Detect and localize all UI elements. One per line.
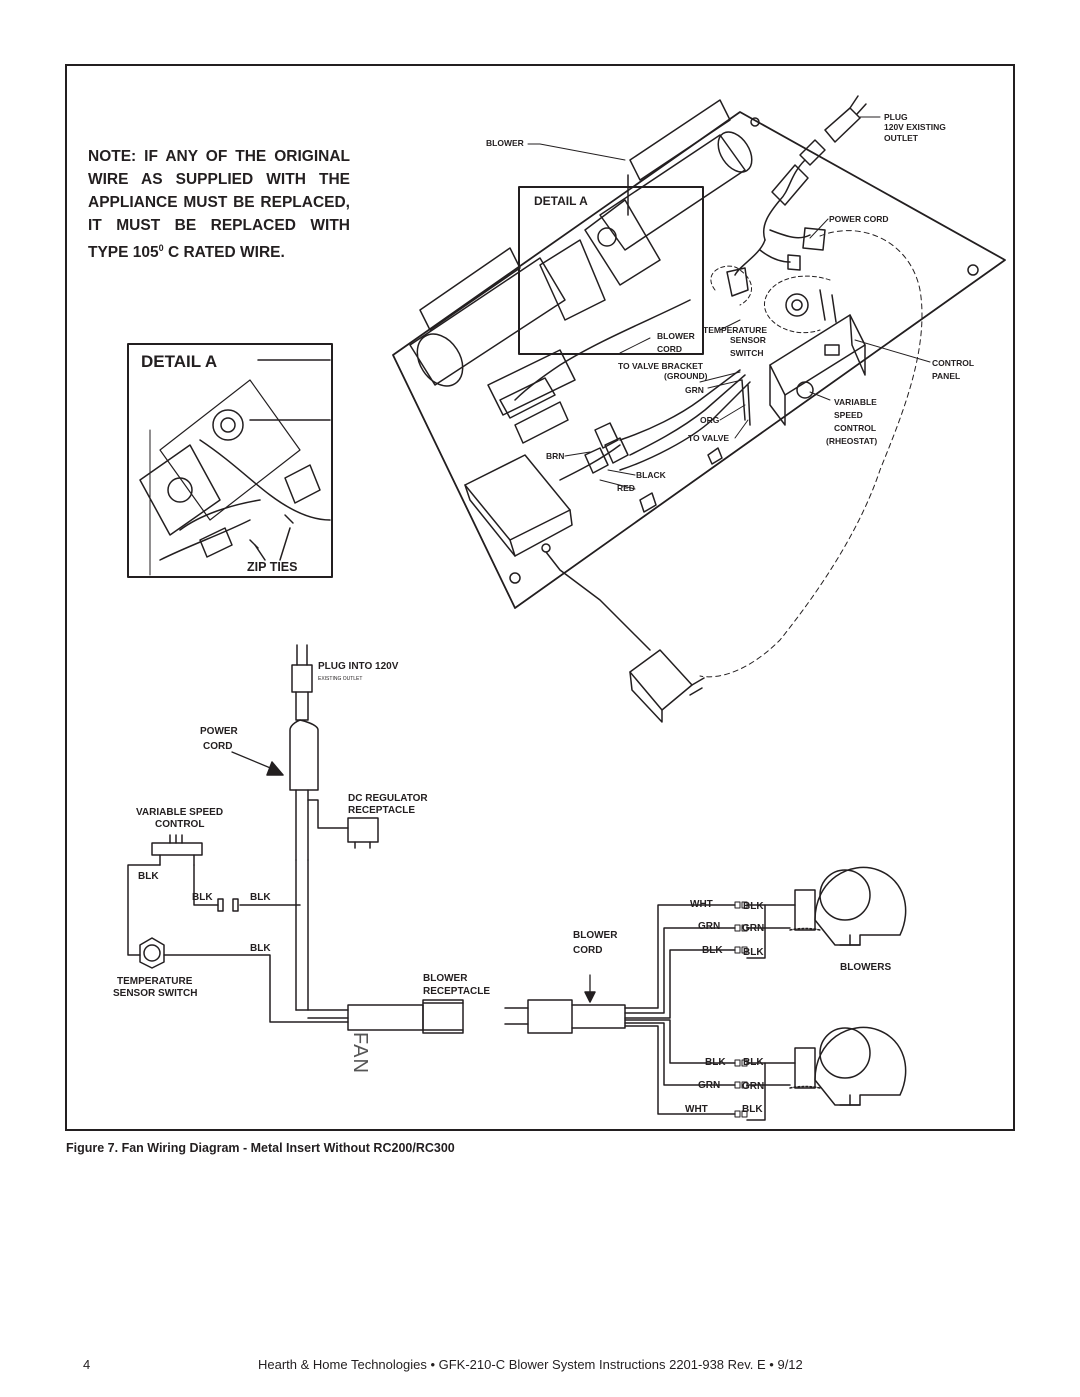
blowers-label: BLOWERS [840,962,892,973]
blk-wire-label: BLK [250,892,271,903]
note-line: NOTE: IF ANY OF THE ORIGINAL [88,148,350,165]
note-superscript: 0 [158,243,164,253]
note-line: TYPE 1050 C RATED WIRE. [88,237,350,264]
to-valve-label: TO VALVE [688,433,730,443]
wiring-schematic [127,644,907,1121]
figure-caption: Figure 7. Fan Wiring Diagram - Metal Ins… [66,1141,455,1155]
dc-regulator-label: DC REGULATOR [348,793,428,804]
wire-harness [487,299,751,481]
grn-wire-label: GRN [742,923,765,934]
note-text: TYPE 105 [88,244,159,261]
note-text: C RATED WIRE. [163,244,285,261]
insert-base-plate [392,111,1006,609]
wht-wire-label: WHT [685,1104,708,1115]
blk-wire-label: BLK [250,943,271,954]
plug-into-label: PLUG INTO 120V [318,661,399,672]
temperature-sensor-label: TEMPERATURE [703,325,768,335]
blk-wire-label: BLK [743,1057,764,1068]
plug-sub-label: OUTLET [884,133,918,143]
blk-wire-label: BLK [702,945,723,956]
dc-power-adapter [629,649,705,723]
figure-frame [65,64,1015,1131]
grn-wire-label: GRN [742,1081,765,1092]
temperature-sensor-switch-drawing [785,289,837,323]
blower-cord-label: BLOWER [657,331,695,341]
detail-a-small-title: DETAIL A [534,194,588,208]
black-wire-label: BLACK [636,470,666,480]
detail-a-inset [127,343,333,578]
zip-ties-label: ZIP TIES [247,560,298,574]
control-panel-label: PANEL [932,371,961,381]
power-cord-label: CORD [203,741,233,752]
power-plug [726,95,867,297]
wht-wire-label: WHT [690,899,713,910]
page-number: 4 [83,1357,91,1372]
note-line: IT MUST BE REPLACED WITH [88,217,350,234]
grn-wire-label: GRN [685,385,704,395]
replacement-wire-note: NOTE: IF ANY OF THE ORIGINAL WIRE AS SUP… [88,145,350,264]
blk-wire-label: BLK [743,901,764,912]
dc-regulator-label: RECEPTACLE [348,805,416,816]
note-line: WIRE AS SUPPLIED WITH THE [88,171,350,188]
callout-leaders [527,116,931,490]
blower-receptacle-label: RECEPTACLE [423,986,491,997]
blower-cord-label: BLOWER [573,930,618,941]
red-wire-label: RED [617,483,635,493]
variable-speed-label: CONTROL [155,819,205,830]
power-cord-label: POWER [200,726,238,737]
valve-bracket-label: TO VALVE BRACKET [618,361,704,371]
existing-outlet-label: EXISTING OUTLET [318,676,363,682]
variable-speed-control-label: VARIABLE [834,397,877,407]
blower-label: BLOWER [486,138,524,148]
blk-wire-label: BLK [192,892,213,903]
dc-regulator-module [464,454,651,651]
blower-upper [584,99,753,286]
variable-speed-control-label: CONTROL [834,423,877,433]
grn-wire-label: GRN [698,1080,721,1091]
plug-label: PLUG [884,112,908,122]
temperature-sensor-label: SWITCH [730,348,764,358]
temperature-sensor-label: SENSOR [730,335,766,345]
power-cord-label: POWER CORD [829,214,889,224]
note-line: APPLIANCE MUST BE REPLACED, [88,194,350,211]
blk-wire-label: BLK [138,871,159,882]
blk-wire-label: BLK [743,947,764,958]
blower-cord-label: CORD [657,344,683,354]
brn-wire-label: BRN [546,451,565,461]
temperature-sensor-label: SENSOR SWITCH [113,988,198,999]
blk-wire-label: BLK [742,1104,763,1115]
blower-lower [409,239,606,387]
variable-speed-label: VARIABLE SPEED [136,807,224,818]
fan-connector-marking: FAN [349,1032,371,1074]
valve-bracket-label: (GROUND) [664,371,708,381]
org-wire-label: ORG [700,415,720,425]
variable-speed-control-label: (RHEOSTAT) [826,436,878,446]
variable-speed-control-label: SPEED [834,410,863,420]
grn-wire-label: GRN [698,921,721,932]
plug-sub-label: 120V EXISTING [884,122,946,132]
page-footer: Hearth & Home Technologies • GFK-210-C B… [258,1357,803,1372]
control-panel-drawing [769,314,866,426]
blower-cord-label: CORD [573,945,603,956]
blk-wire-label: BLK [705,1057,726,1068]
detail-a-large-title: DETAIL A [141,352,218,371]
control-panel-label: CONTROL [932,358,975,368]
blower-receptacle-label: BLOWER [423,973,468,984]
temperature-sensor-label: TEMPERATURE [117,976,193,987]
